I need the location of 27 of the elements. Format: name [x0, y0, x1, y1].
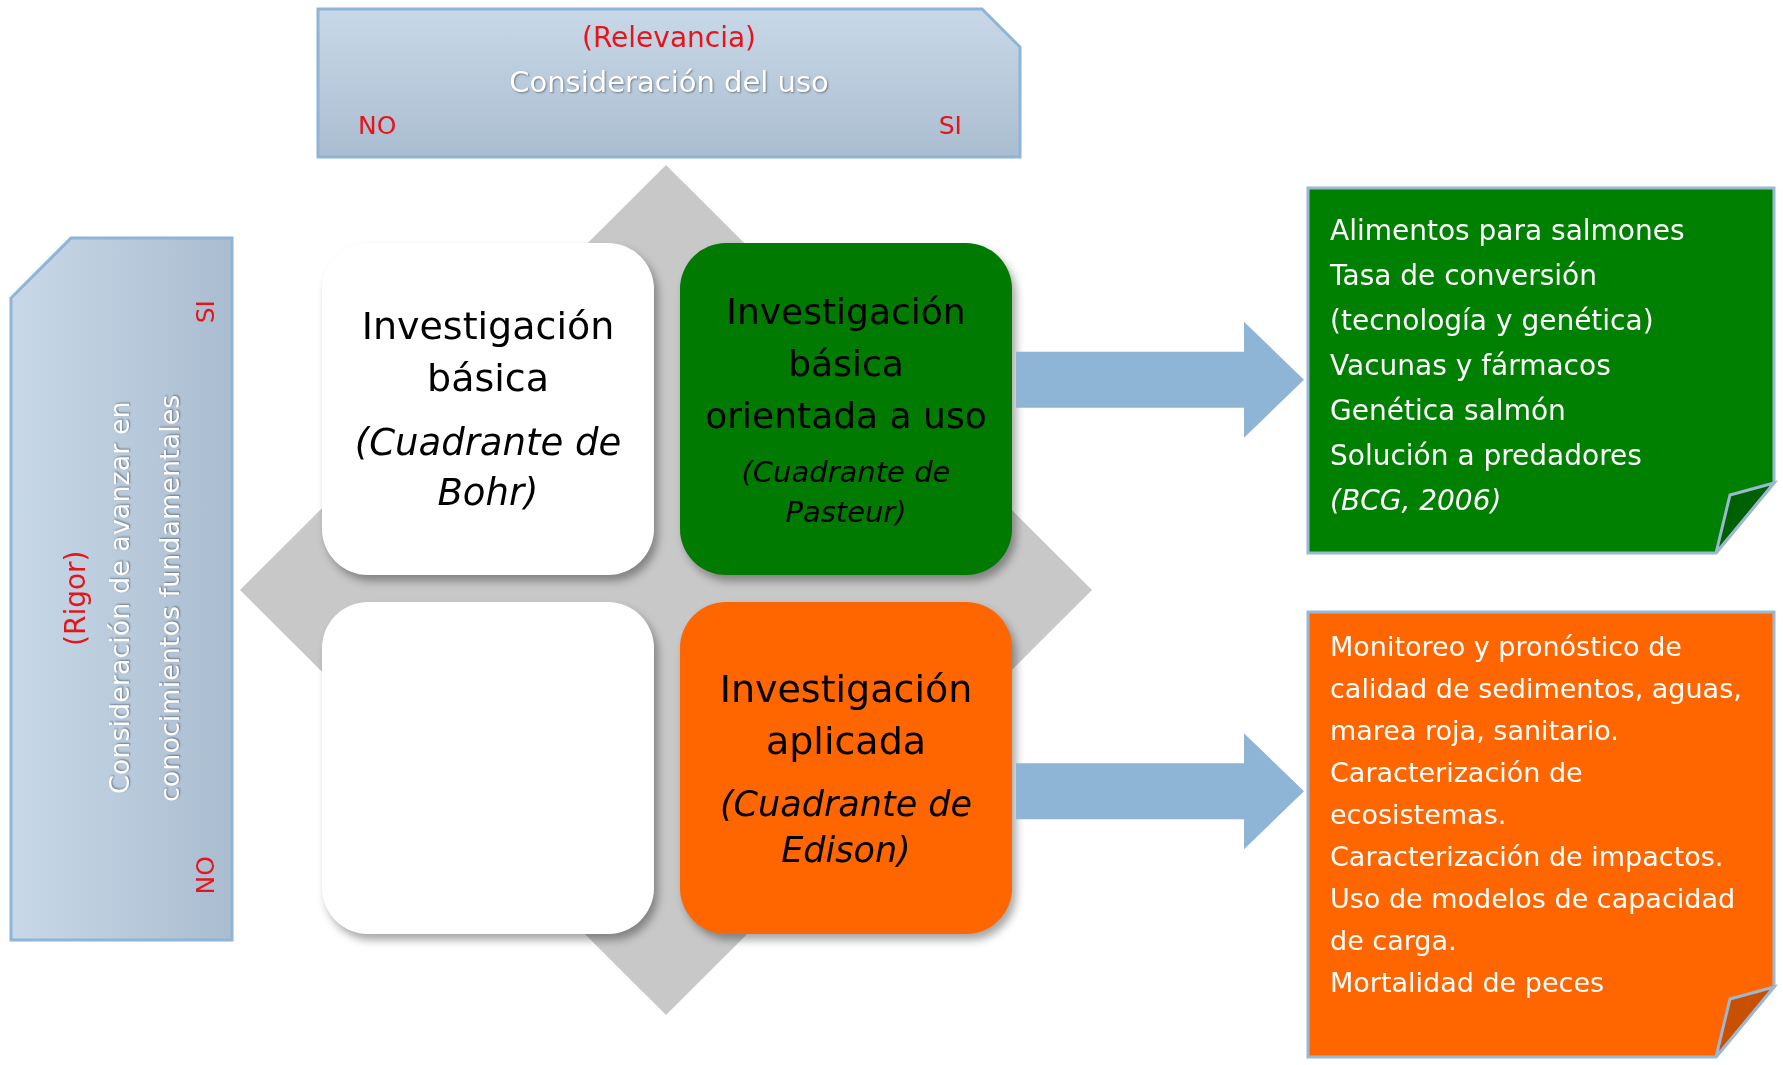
note-text: Monitoreo y pronóstico de calidad de sedimentos, aguas, marea roja, sanitario.	[1330, 630, 1743, 748]
axis-end-label: SI	[938, 111, 962, 140]
note-text: Caracterización de ecosistemas.	[1330, 756, 1584, 832]
quadrant-subtitle: (Cuadrante de Bohr)	[353, 420, 623, 516]
note-text: Tasa de conversión (tecnología y genética)	[1330, 258, 1655, 339]
block-arrow	[1016, 321, 1304, 438]
axis-label: (Relevancia)	[580, 21, 758, 54]
note-text: Mortalidad de peces	[1330, 966, 1606, 1000]
note-text: Alimentos para salmones	[1330, 213, 1686, 249]
note-text: Solución a predadores	[1330, 438, 1643, 474]
axis-end-label: NO	[191, 856, 220, 895]
quadrant-title: Investigación básica	[360, 303, 616, 402]
block-arrow	[1016, 733, 1304, 850]
axis-label: (Rigor)	[59, 549, 92, 648]
axis-title: Consideración de avanzar en conocimientos fundamentales	[103, 393, 186, 804]
axis-title: Consideración del uso	[508, 65, 830, 99]
note-text: Vacunas y fármacos	[1330, 348, 1612, 384]
note-text: (BCG, 2006)	[1330, 483, 1503, 519]
axis-end-label: NO	[358, 111, 397, 140]
quadrant-subtitle: (Cuadrante de Edison)	[718, 783, 974, 872]
axis-end-label: SI	[191, 300, 220, 324]
note-text: Caracterización de impactos.	[1330, 840, 1725, 874]
quadrant-subtitle: (Cuadrante de Pasteur)	[740, 454, 952, 531]
quadrant-title: Investigación aplicada	[718, 666, 974, 765]
quadrant-title: Investigación básica orientada a uso	[704, 290, 988, 438]
note-text: Genética salmón	[1330, 393, 1567, 429]
note-text: Uso de modelos de capacidad de carga.	[1330, 882, 1737, 958]
